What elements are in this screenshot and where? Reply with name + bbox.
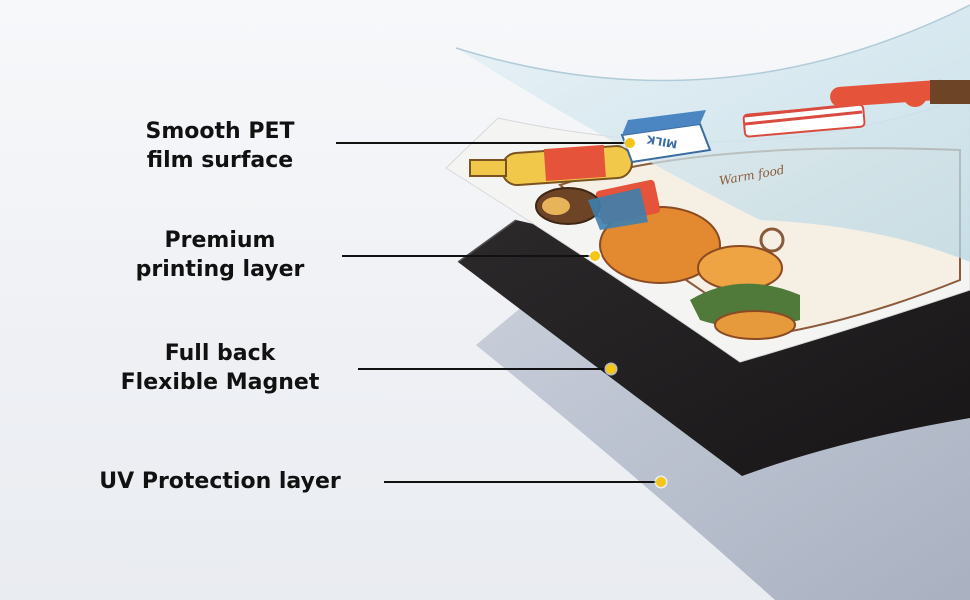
label-pet-film: Smooth PET film surface [145,119,295,173]
marker-dot-uv-protection [656,477,666,487]
pet-film-artwork: MILK Warm food [620,79,970,188]
leader-line-magnet [358,368,611,370]
label-printing-layer: Premium printing layer [135,228,305,282]
marker-dot-pet-film [625,138,635,148]
label-uv-protection: UV Protection layer [99,469,341,494]
leader-line-pet-film [336,142,630,144]
pet-film-layer [456,5,970,262]
marker-dot-printing-layer [590,251,600,261]
leader-line-printing-layer [342,255,595,257]
leader-line-uv-protection [384,481,661,483]
milk-carton-text: MILK [645,132,678,150]
label-magnet: Full back Flexible Magnet [120,341,320,395]
marker-dot-magnet [606,364,616,374]
